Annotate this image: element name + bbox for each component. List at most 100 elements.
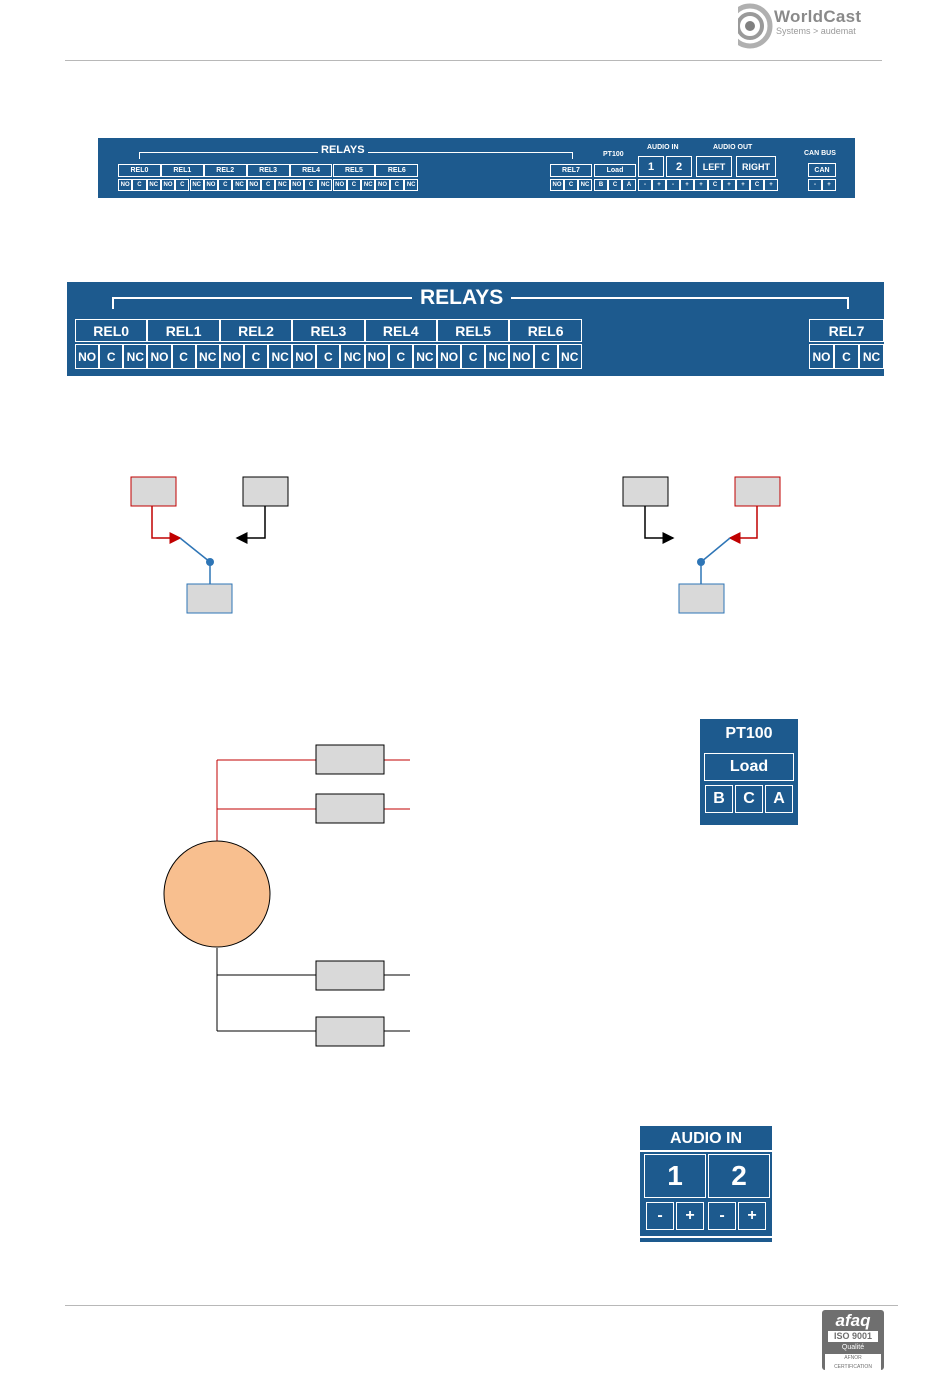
small-rel0-c: C (132, 179, 147, 191)
pt100-wiring-diagram (163, 744, 410, 1047)
audio-in-1-plus: + (676, 1202, 704, 1230)
small-rel7-label: REL7 (550, 164, 592, 177)
small-rel6-no: NO (375, 179, 390, 191)
large-relays-bracket-right (847, 297, 849, 309)
large-rel7-no: NO (809, 344, 834, 369)
small-rel7-nc: NC (578, 179, 592, 191)
small-rel5-no: NO (332, 179, 347, 191)
large-rel1-no: NO (147, 344, 172, 369)
pt100-load-label: Load (704, 753, 794, 781)
red-terminal-2 (315, 793, 385, 824)
pt100-pin-a: A (765, 785, 793, 813)
large-rel0-nc: NC (123, 344, 148, 369)
small-audio-pin-8: C (750, 179, 764, 191)
right-common-terminal (678, 583, 725, 614)
audio-in-panel: AUDIO IN 1 2 - + - + (640, 1126, 772, 1242)
right-nc-terminal (622, 476, 669, 507)
large-rel0-no: NO (75, 344, 100, 369)
small-audio-pin-2: - (666, 179, 680, 191)
small-rel1-no: NO (160, 179, 176, 191)
left-nc-wire (235, 506, 266, 544)
small-rel6-label: REL6 (375, 164, 419, 177)
worldcast-logo-icon (724, 2, 773, 50)
small-rel1-label: REL1 (160, 164, 204, 177)
small-rel5-c: C (346, 179, 362, 191)
small-can-label: CAN (808, 163, 836, 177)
left-common-terminal (186, 583, 233, 614)
relay-switch-diagrams (130, 476, 781, 614)
audio-in-divider (640, 1150, 772, 1152)
footer-divider (65, 1305, 898, 1306)
large-rel6-nc: NC (557, 344, 582, 369)
small-rel6-nc: NC (404, 179, 419, 191)
small-audio-in-title: AUDIO IN (647, 144, 679, 151)
right-nc-wire (644, 506, 675, 544)
right-pivot (697, 558, 705, 566)
small-can-title: CAN BUS (804, 150, 836, 157)
large-rel2-no: NO (219, 344, 244, 369)
small-pt100-c: C (608, 179, 622, 191)
small-audio-out-left: LEFT (696, 156, 732, 177)
small-rel4-c: C (303, 179, 319, 191)
brand-name: WorldCast (774, 7, 862, 26)
large-rel1-label: REL1 (147, 319, 220, 342)
small-audio-pin-7: + (736, 179, 750, 191)
small-rel1-nc: NC (189, 179, 204, 191)
small-audio-pin-3: + (680, 179, 694, 191)
large-rel3-label: REL3 (292, 319, 365, 342)
relays-bracket-left (139, 152, 140, 159)
small-audio-pin-4: + (694, 179, 708, 191)
audio-in-bottom-border (640, 1236, 772, 1238)
right-no-wire (728, 506, 758, 544)
small-rel2-nc: NC (232, 179, 247, 191)
left-switch-arm (179, 537, 211, 563)
brand-subtitle: Systems > audemat (776, 26, 856, 36)
small-audio-pin-5: C (708, 179, 722, 191)
small-pt100-a: A (622, 179, 636, 191)
large-rel6-label: REL6 (509, 319, 582, 342)
pt100-title: PT100 (725, 725, 773, 742)
small-audio-pin-1: + (652, 179, 666, 191)
small-rel4-label: REL4 (289, 164, 333, 177)
small-rel6-c: C (389, 179, 404, 191)
pt100-top-border (700, 717, 798, 719)
large-rel2-c: C (243, 344, 269, 369)
relays-bracket-right (572, 152, 573, 159)
large-rel7-nc: NC (859, 344, 884, 369)
afaq-certification-badge: afaq ISO 9001 Qualité AFNOR CERTIFICATIO… (822, 1310, 884, 1372)
large-rel1-nc: NC (195, 344, 220, 369)
pt100-sensor (163, 840, 271, 948)
small-can-minus: - (808, 179, 822, 191)
large-rel7-label: REL7 (809, 319, 884, 342)
large-relays-bracket-left (112, 297, 114, 309)
large-rel3-c: C (316, 344, 341, 369)
large-rel2-label: REL2 (219, 319, 293, 342)
header-divider (65, 60, 882, 61)
pt100-panel: PT100 Load B C A (700, 717, 798, 825)
small-audio-in-1: 1 (638, 156, 664, 177)
large-rel3-nc: NC (340, 344, 365, 369)
large-rel1-c: C (171, 344, 196, 369)
small-audio-pin-0: - (638, 179, 652, 191)
cert-iso: ISO 9001 (828, 1331, 878, 1342)
audio-in-title: AUDIO IN (670, 1130, 742, 1147)
large-rel0-label: REL0 (75, 319, 148, 342)
cert-org: AFNOR CERTIFICATION (825, 1354, 881, 1372)
small-rel3-c: C (261, 179, 276, 191)
large-rel2-nc: NC (268, 344, 293, 369)
small-pt100-title: PT100 (603, 151, 624, 158)
large-rel4-nc: NC (412, 344, 437, 369)
large-rel0-c: C (99, 344, 124, 369)
small-rel7-c: C (564, 179, 578, 191)
black-terminal-1 (315, 960, 385, 991)
large-rel4-c: C (388, 344, 413, 369)
cert-brand: afaq (835, 1311, 871, 1330)
small-rel5-nc: NC (361, 179, 376, 191)
large-rel5-nc: NC (485, 344, 510, 369)
small-audio-pin-9: + (764, 179, 778, 191)
right-switch-arm (700, 537, 731, 563)
large-rel7-c: C (834, 344, 859, 369)
small-rel2-no: NO (203, 179, 219, 191)
